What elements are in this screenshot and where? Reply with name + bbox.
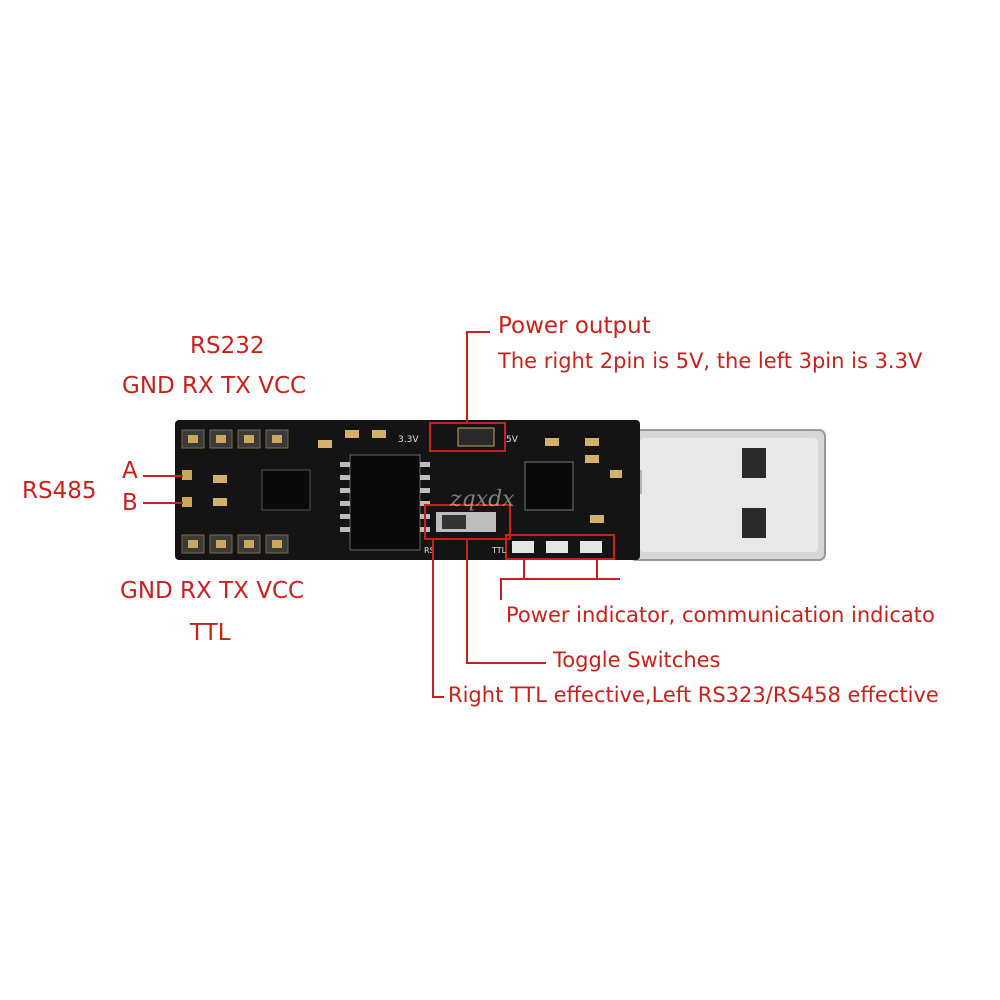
rs232-title: RS232 bbox=[190, 333, 265, 359]
silk-rs: RS bbox=[424, 546, 435, 555]
silk-5v: 5V bbox=[506, 435, 519, 445]
indicator-leader-bar bbox=[500, 578, 620, 580]
pcb-board bbox=[175, 420, 640, 560]
rs485-b-leader bbox=[143, 502, 183, 504]
silk-ttl: TTL bbox=[491, 546, 507, 555]
indicator-leader-left bbox=[523, 559, 525, 579]
ttl-title: TTL bbox=[190, 620, 231, 646]
power-output-description: The right 2pin is 5V, the left 3pin is 3… bbox=[498, 349, 923, 373]
toggle-leader-v bbox=[466, 539, 468, 663]
power-output-leader-v bbox=[466, 331, 468, 424]
indicator-description: Power indicator, communication indicato bbox=[506, 603, 935, 627]
rs485-title: RS485 bbox=[22, 478, 97, 504]
switch-leader-h bbox=[432, 696, 444, 698]
indicator-leader-down bbox=[500, 578, 502, 600]
switch-leader-v bbox=[432, 539, 434, 697]
rs232-pin-names: GND RX TX VCC bbox=[122, 373, 307, 399]
power-output-title: Power output bbox=[498, 313, 651, 339]
indicator-leader-right bbox=[596, 559, 598, 579]
rs485-a-leader bbox=[143, 475, 183, 477]
toggle-switch-description: Toggle Switches bbox=[553, 648, 721, 672]
ttl-pin-names: GND RX TX VCC bbox=[120, 578, 305, 604]
toggle-leader-h bbox=[466, 662, 546, 664]
rs485-b-label: B bbox=[122, 490, 138, 516]
usb-a-connector bbox=[629, 429, 826, 561]
switch-effective-description: Right TTL effective,Left RS323/RS458 eff… bbox=[448, 683, 939, 707]
power-output-leader-h bbox=[466, 331, 490, 333]
rs485-a-label: A bbox=[122, 458, 138, 484]
silk-3v3: 3.3V bbox=[398, 435, 419, 445]
watermark: zqxdx bbox=[449, 487, 515, 512]
